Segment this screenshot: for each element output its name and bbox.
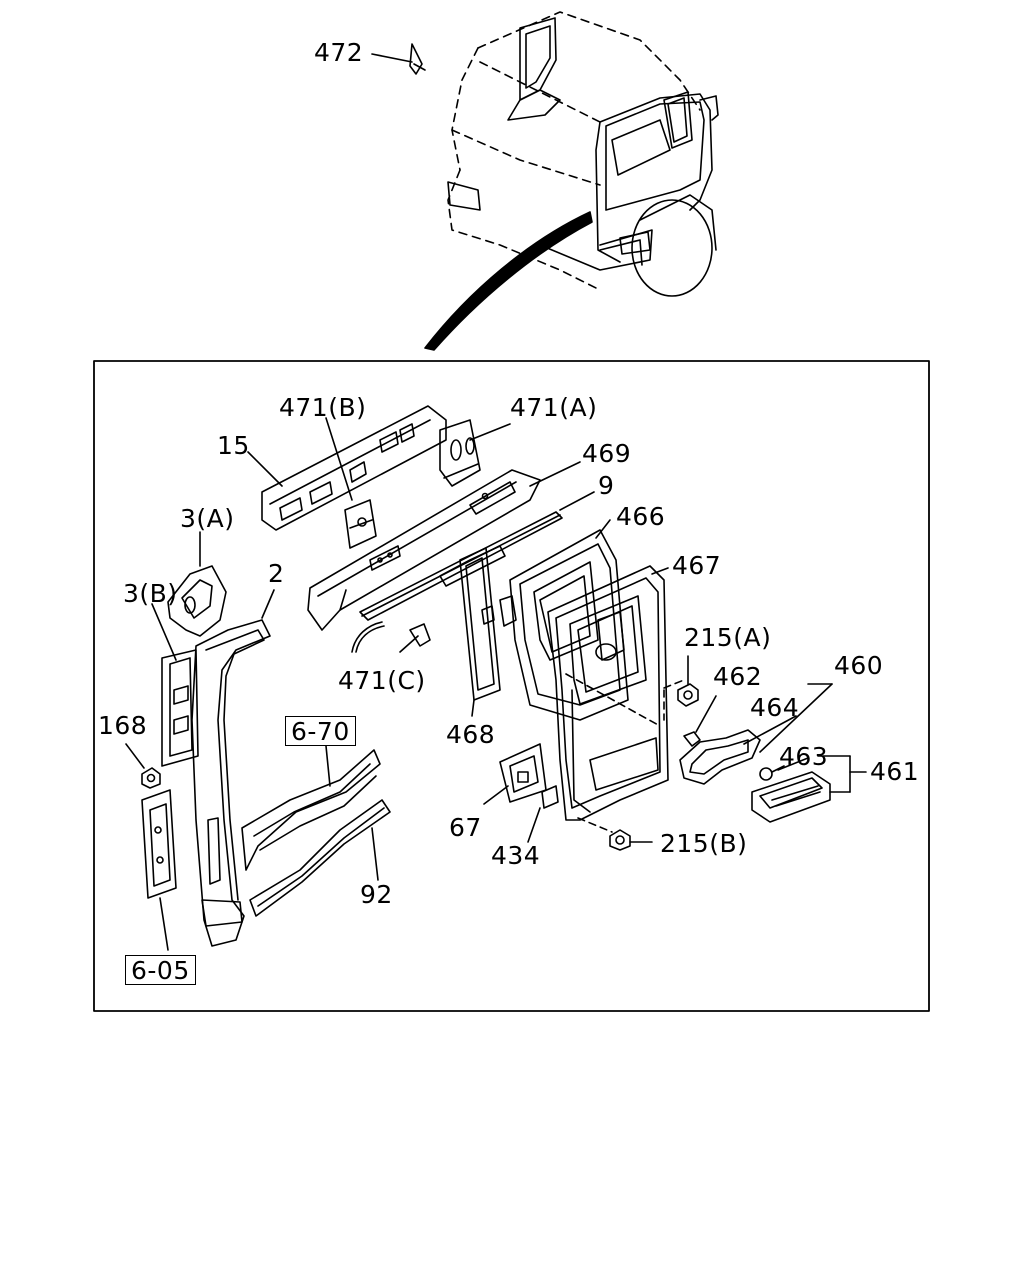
callout-464: 464 bbox=[750, 693, 800, 722]
gasket-464 bbox=[679, 715, 797, 785]
bolt-168 bbox=[125, 743, 161, 789]
pillar-468 bbox=[459, 547, 501, 717]
callout-463: 463 bbox=[779, 742, 829, 771]
nut-215b bbox=[609, 829, 653, 851]
callout-2: 2 bbox=[268, 559, 285, 588]
nut-215a bbox=[677, 655, 699, 707]
clip-434 bbox=[527, 785, 559, 843]
lamp-461 bbox=[751, 755, 867, 823]
callout-168: 168 bbox=[98, 711, 148, 740]
callout-469: 469 bbox=[582, 439, 632, 468]
callout-466: 466 bbox=[616, 502, 666, 531]
callout-472: 472 bbox=[314, 38, 364, 67]
callout-462: 462 bbox=[713, 662, 763, 691]
detail-frame bbox=[93, 360, 930, 1012]
clip-471c bbox=[351, 621, 431, 653]
bracket-67 bbox=[483, 743, 547, 805]
callout-6-70: 6-70 bbox=[285, 716, 356, 746]
callout-215a: 215(A) bbox=[684, 623, 772, 652]
callout-67: 67 bbox=[449, 813, 482, 842]
pillar-3b bbox=[151, 603, 199, 767]
callout-471b: 471(B) bbox=[279, 393, 367, 422]
callout-471a: 471(A) bbox=[510, 393, 598, 422]
clip-462 bbox=[683, 695, 717, 747]
panel-605 bbox=[141, 789, 177, 951]
callout-471c: 471(C) bbox=[338, 666, 426, 695]
callout-9: 9 bbox=[598, 471, 615, 500]
callout-15: 15 bbox=[217, 431, 250, 460]
callout-3b: 3(B) bbox=[123, 579, 178, 608]
callout-3a: 3(A) bbox=[180, 504, 235, 533]
callout-215b: 215(B) bbox=[660, 829, 748, 858]
pillar-2 bbox=[191, 589, 275, 947]
callout-468: 468 bbox=[446, 720, 496, 749]
pillar-3a bbox=[167, 531, 227, 637]
callout-461: 461 bbox=[870, 757, 920, 786]
callout-6-05: 6-05 bbox=[125, 955, 196, 985]
bolt-463 bbox=[759, 757, 809, 781]
callout-467: 467 bbox=[672, 551, 722, 580]
window-frame-466 bbox=[499, 529, 629, 721]
callout-460: 460 bbox=[834, 651, 884, 680]
callout-434: 434 bbox=[491, 841, 541, 870]
callout-92: 92 bbox=[360, 880, 393, 909]
vehicle-overview bbox=[371, 11, 719, 351]
rail-670 bbox=[241, 745, 381, 871]
upper-rail-part bbox=[261, 405, 481, 549]
rear-panel-467 bbox=[547, 565, 685, 833]
cross-member-469 bbox=[307, 469, 541, 631]
rail-92 bbox=[249, 799, 391, 917]
